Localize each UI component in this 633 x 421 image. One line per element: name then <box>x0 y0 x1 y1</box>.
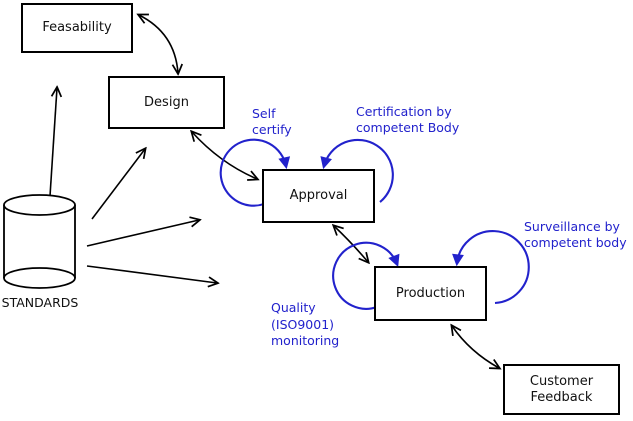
customer-feedback-label-line1: Customer <box>529 373 594 389</box>
feasability-label: Feasability <box>42 20 112 35</box>
loop-quality-monitoring <box>332 241 400 310</box>
arrow-production-feedback <box>452 326 499 368</box>
production-box: Production <box>374 266 487 321</box>
loop-surveillance <box>452 230 530 305</box>
self-certify-annotation: Self certify <box>252 106 292 137</box>
certification-annotation: Certification by competent Body <box>356 104 459 135</box>
design-label: Design <box>144 94 189 110</box>
approval-label: Approval <box>289 188 348 203</box>
standards-label: STANDARDS <box>1 295 79 310</box>
self-certify-line1: Self <box>252 106 276 121</box>
arrow-feasability-design <box>139 15 178 73</box>
approval-box: Approval <box>262 169 375 223</box>
quality-line1: Quality <box>271 300 316 315</box>
certification-line1: Certification by <box>356 104 452 119</box>
production-label: Production <box>395 285 466 301</box>
certification-line2: competent Body <box>356 119 460 135</box>
customer-feedback-box: Customer Feedback <box>503 364 620 415</box>
quality-annotation: Quality (ISO9001) monitoring <box>271 300 339 350</box>
design-box: Design <box>108 76 225 129</box>
feasability-box: Feasability <box>21 3 133 53</box>
standards-cylinder <box>3 194 76 289</box>
arrow-standards-to-feasability <box>49 88 57 197</box>
quality-line2: (ISO9001) <box>271 316 335 332</box>
arrow-design-approval <box>192 132 257 179</box>
customer-feedback-label-line2: Feedback <box>530 389 593 405</box>
arrow-standards-to-approval <box>86 220 199 247</box>
surveillance-line1: Surveillance by <box>524 219 620 234</box>
loop-certification <box>320 138 394 203</box>
self-certify-line2: certify <box>252 121 292 137</box>
surveillance-annotation: Surveillance by competent body <box>524 219 627 250</box>
arrow-approval-production <box>334 226 368 262</box>
arrow-standards-to-production <box>86 265 217 283</box>
quality-line3: monitoring <box>271 333 340 348</box>
surveillance-line2: competent body <box>524 234 627 250</box>
arrow-standards-to-design <box>91 149 145 220</box>
loop-self-certify <box>219 138 291 207</box>
